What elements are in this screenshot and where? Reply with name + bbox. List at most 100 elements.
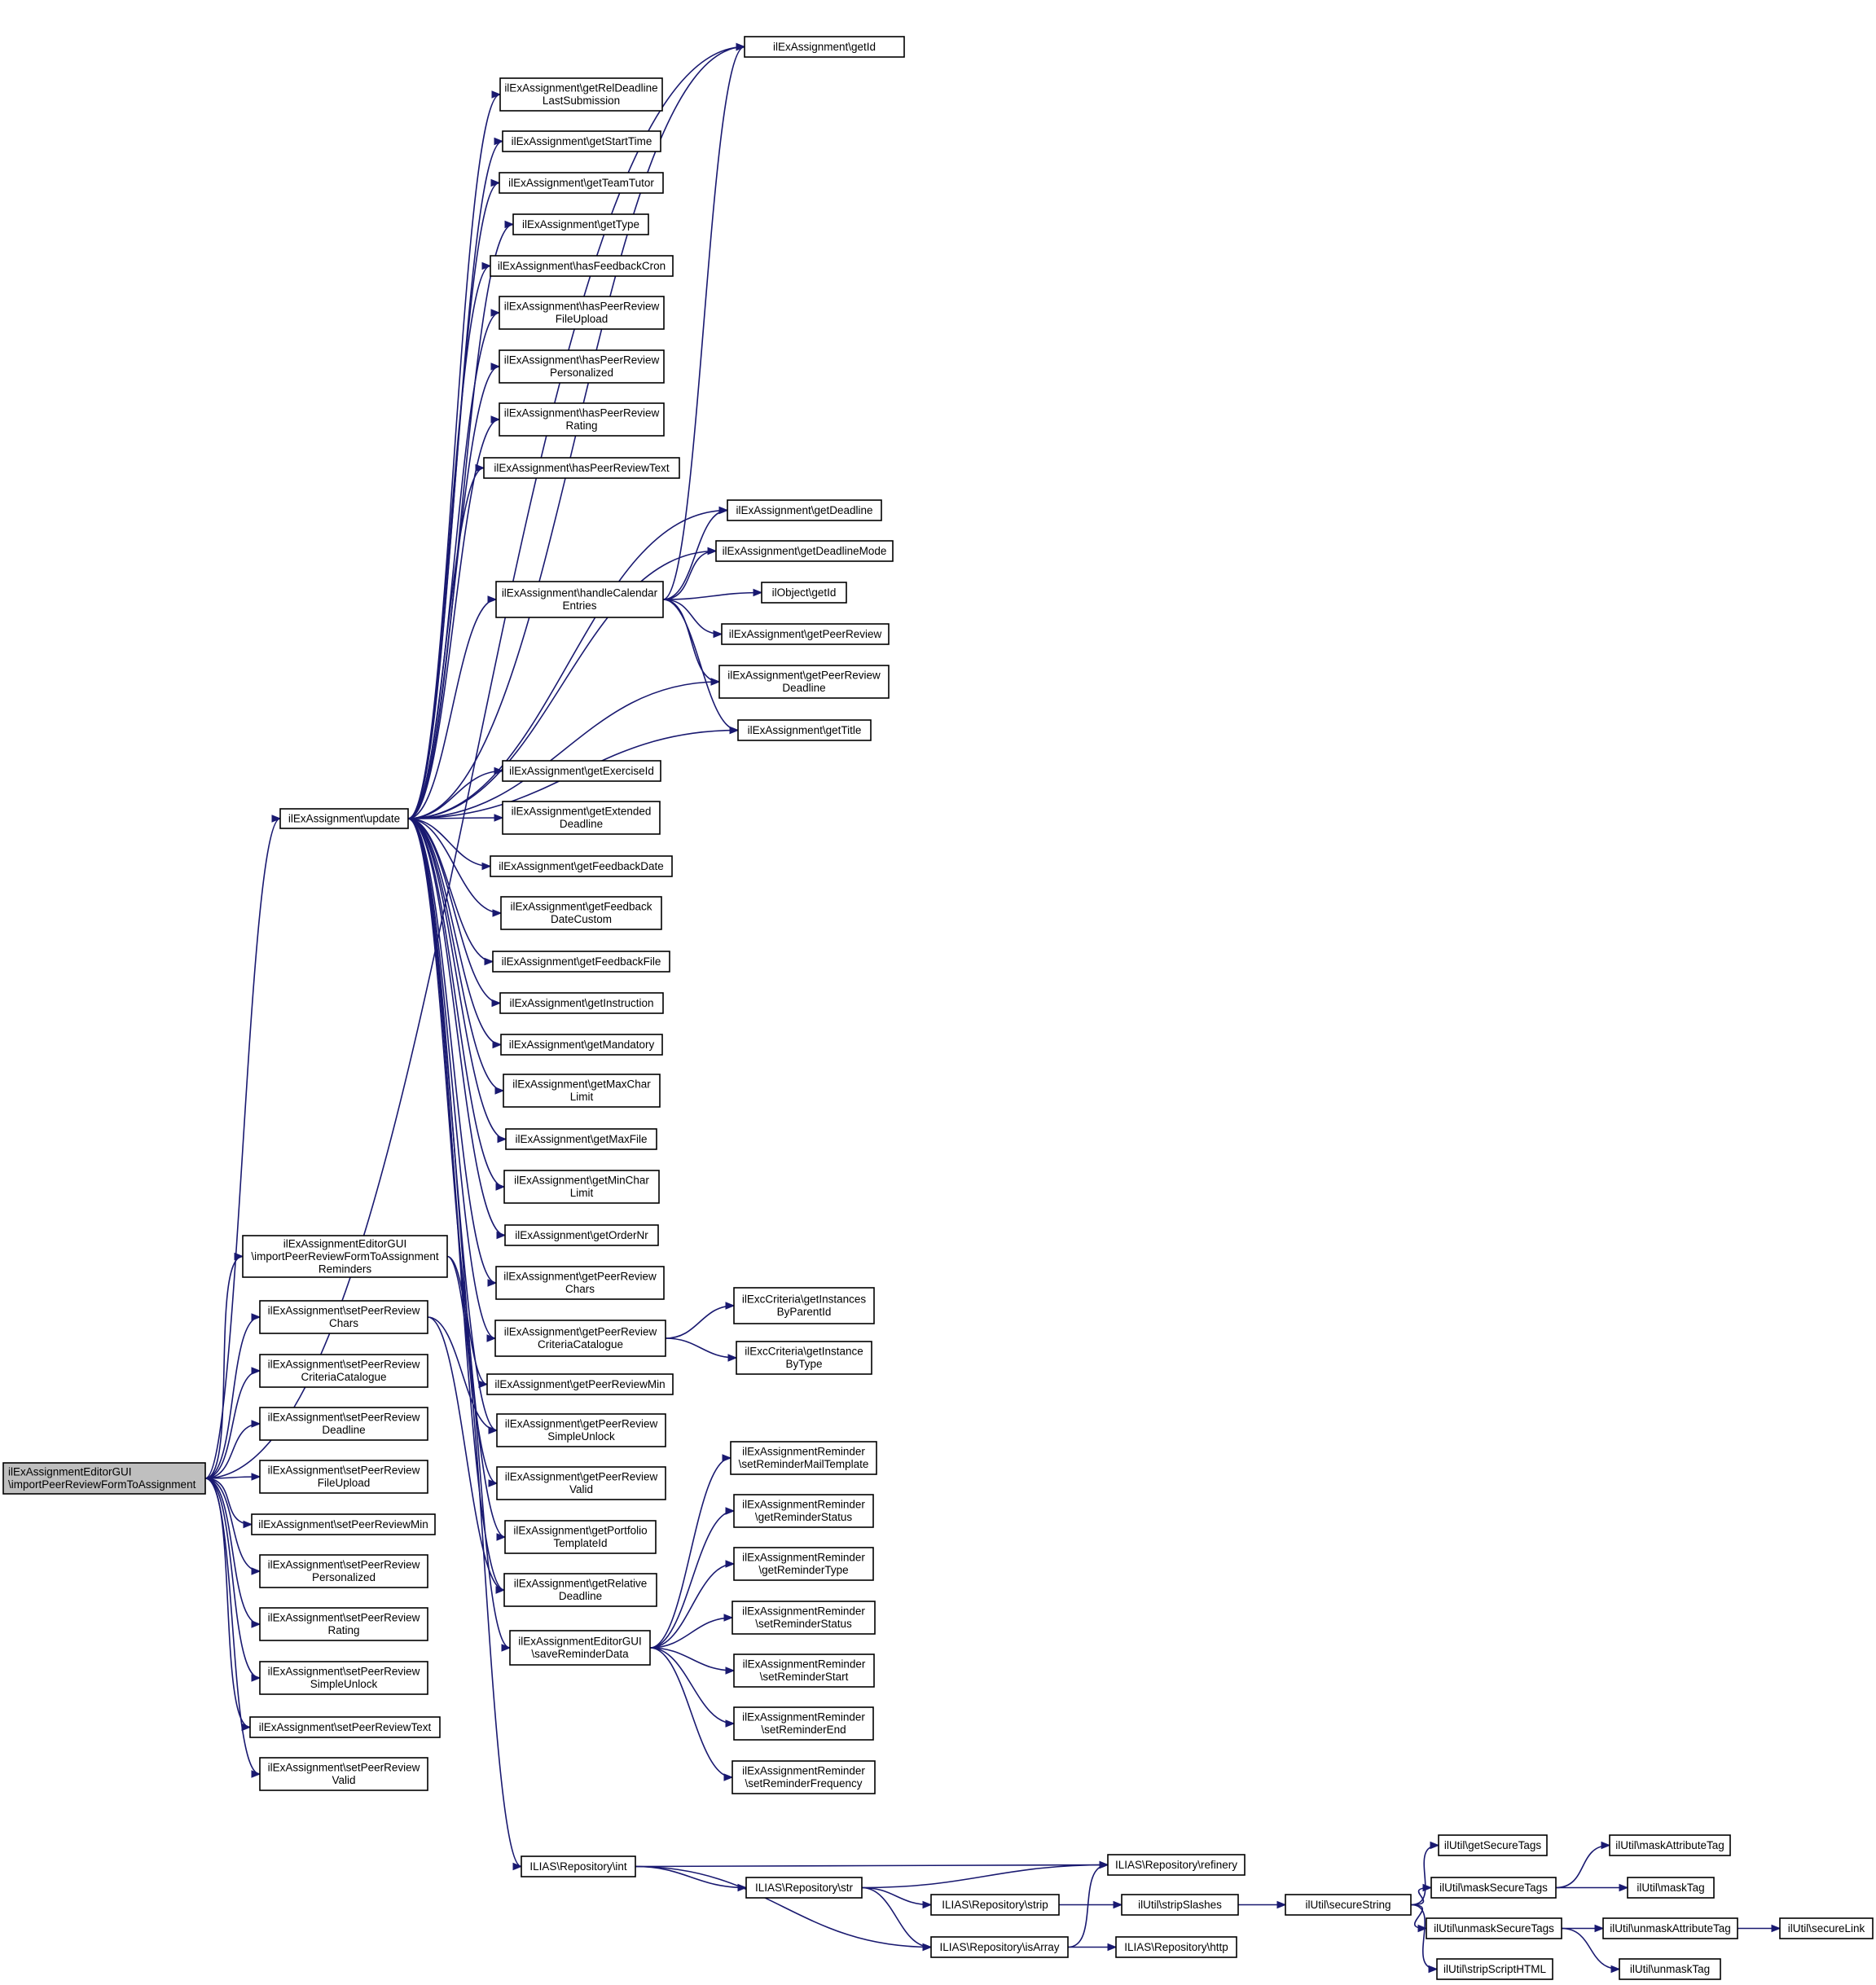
node-repoStrip[interactable]: ILIAS\Repository\strip — [930, 1894, 1060, 1916]
node-box — [733, 1706, 874, 1741]
node-label: Rating — [327, 1624, 359, 1636]
node-unmaskSecureTags[interactable]: ilUtil\unmaskSecureTags — [1426, 1917, 1562, 1939]
edge-arrowhead — [922, 1900, 933, 1909]
node-importReminders[interactable]: ilExAssignmentEditorGUI\importPeerReview… — [242, 1235, 448, 1278]
node-unmaskAttributeTag[interactable]: ilUtil\unmaskAttributeTag — [1602, 1917, 1738, 1939]
node-getTeamTutor[interactable]: ilExAssignment\getTeamTutor — [499, 172, 664, 194]
node-getOrderNr[interactable]: ilExAssignment\getOrderNr — [504, 1224, 659, 1246]
node-saveReminder[interactable]: ilExAssignmentEditorGUI\saveReminderData — [509, 1630, 651, 1666]
node-repoHttp[interactable]: ILIAS\Repository\http — [1115, 1936, 1237, 1958]
node-secureString[interactable]: ilUtil\secureString — [1285, 1894, 1412, 1916]
node-secureLink[interactable]: ilUtil\secureLink — [1779, 1917, 1874, 1939]
node-getPRCrit[interactable]: ilExAssignment\getPeerReviewCriteriaCata… — [494, 1320, 666, 1357]
node-ilObjectGetId[interactable]: ilObject\getId — [761, 582, 847, 604]
node-repoInt[interactable]: ILIAS\Repository\int — [521, 1855, 636, 1877]
node-label: ilExAssignment\getRelative — [514, 1578, 648, 1590]
node-getPRMin[interactable]: ilExAssignment\getPeerReviewMin — [486, 1373, 674, 1395]
node-setPRMin[interactable]: ilExAssignment\setPeerReviewMin — [251, 1513, 436, 1535]
node-repoIsArray[interactable]: ILIAS\Repository\isArray — [930, 1936, 1069, 1958]
node-root[interactable]: ilExAssignmentEditorGUI\importPeerReview… — [2, 1462, 206, 1495]
node-remSetStatus[interactable]: ilExAssignmentReminder\setReminderStatus — [732, 1601, 876, 1635]
node-remGetStatus[interactable]: ilExAssignmentReminder\getReminderStatus — [733, 1494, 874, 1528]
node-label: \saveReminderData — [531, 1648, 629, 1660]
node-getPeerReview[interactable]: ilExAssignment\getPeerReview — [721, 623, 890, 645]
node-label: ILIAS\Repository\str — [755, 1882, 854, 1894]
node-box — [259, 1757, 428, 1791]
node-repoStr[interactable]: ILIAS\Repository\str — [745, 1877, 863, 1899]
node-label: ilObject\getId — [772, 586, 837, 599]
node-stripScriptHTML[interactable]: ilUtil\stripScriptHTML — [1436, 1958, 1553, 1980]
edge-arrowhead — [1428, 1965, 1439, 1974]
node-repoRefinery[interactable]: ILIAS\Repository\refinery — [1107, 1854, 1246, 1876]
node-getTitle[interactable]: ilExAssignment\getTitle — [737, 719, 872, 741]
node-getRelDeadline[interactable]: ilExAssignment\getRelDeadlineLastSubmiss… — [499, 77, 663, 112]
node-box — [930, 1894, 1060, 1916]
node-maskSecureTags[interactable]: ilUtil\maskSecureTags — [1430, 1877, 1557, 1899]
node-getInstruction[interactable]: ilExAssignment\getInstruction — [499, 992, 664, 1014]
edge-saveReminder-to-remSetFreq — [649, 1647, 733, 1778]
node-getType[interactable]: ilExAssignment\getType — [512, 213, 649, 235]
edge-arrowhead — [718, 506, 729, 515]
node-update[interactable]: ilExAssignment\update — [279, 808, 409, 829]
node-maskTag[interactable]: ilUtil\maskTag — [1627, 1877, 1715, 1899]
node-getFeedbackDate[interactable]: ilExAssignment\getFeedbackDate — [490, 855, 673, 877]
node-getMaxFile[interactable]: ilExAssignment\getMaxFile — [505, 1128, 657, 1150]
node-box — [495, 581, 664, 618]
node-remGetType[interactable]: ilExAssignmentReminder\getReminderType — [733, 1547, 874, 1581]
node-remSetStart[interactable]: ilExAssignmentReminder\setReminderStart — [733, 1653, 875, 1688]
edge-unmaskSecureTags-to-unmaskTag — [1561, 1927, 1620, 1970]
node-remSetFreq[interactable]: ilExAssignmentReminder\setReminderFreque… — [732, 1760, 876, 1794]
node-getDeadlineMode[interactable]: ilExAssignment\getDeadlineMode — [715, 540, 894, 562]
node-hasFeedbackCron[interactable]: ilExAssignment\hasFeedbackCron — [490, 255, 674, 277]
node-maskAttributeTag[interactable]: ilUtil\maskAttributeTag — [1609, 1834, 1731, 1856]
edge-arrowhead — [1430, 1841, 1440, 1850]
node-label: ilExAssignment\getRelDeadline — [504, 82, 657, 94]
edge-repoInt-to-repoStr — [635, 1865, 747, 1889]
edge-arrowhead — [251, 1473, 261, 1481]
node-setPRCrit[interactable]: ilExAssignment\setPeerReviewCriteriaCata… — [259, 1354, 428, 1388]
edge-arrowhead — [488, 1479, 499, 1487]
node-remSetEnd[interactable]: ilExAssignmentReminder\setReminderEnd — [733, 1706, 874, 1741]
node-label: ilExAssignment\setPeerReview — [268, 1305, 420, 1317]
node-getId[interactable]: ilExAssignment\getId — [744, 36, 905, 58]
node-getDeadline[interactable]: ilExAssignment\getDeadline — [727, 499, 882, 521]
node-unmaskTag[interactable]: ilUtil\unmaskTag — [1619, 1958, 1721, 1980]
node-getSecureTags[interactable]: ilUtil\getSecureTags — [1438, 1834, 1548, 1856]
node-setPRText[interactable]: ilExAssignment\setPeerReviewText — [249, 1716, 441, 1738]
edge-update-to-getPortfolio — [407, 818, 506, 1538]
node-box — [499, 349, 665, 384]
node-getFeedbackFile[interactable]: ilExAssignment\getFeedbackFile — [492, 951, 670, 973]
edge-update-to-getDeadline — [407, 509, 728, 819]
node-getMandatory[interactable]: ilExAssignment\getMandatory — [500, 1034, 663, 1056]
node-box — [503, 1573, 657, 1607]
node-label: ilExAssignmentReminder — [743, 1658, 866, 1671]
node-hasPRText[interactable]: ilExAssignment\hasPeerReviewText — [483, 457, 680, 479]
node-getExerciseId[interactable]: ilExAssignment\getExerciseId — [502, 760, 661, 782]
node-remMail[interactable]: ilExAssignmentReminder\setReminderMailTe… — [730, 1441, 877, 1475]
node-stripSlashes[interactable]: ilUtil\stripSlashes — [1121, 1894, 1239, 1916]
node-getStartTime[interactable]: ilExAssignment\getStartTime — [502, 130, 661, 152]
